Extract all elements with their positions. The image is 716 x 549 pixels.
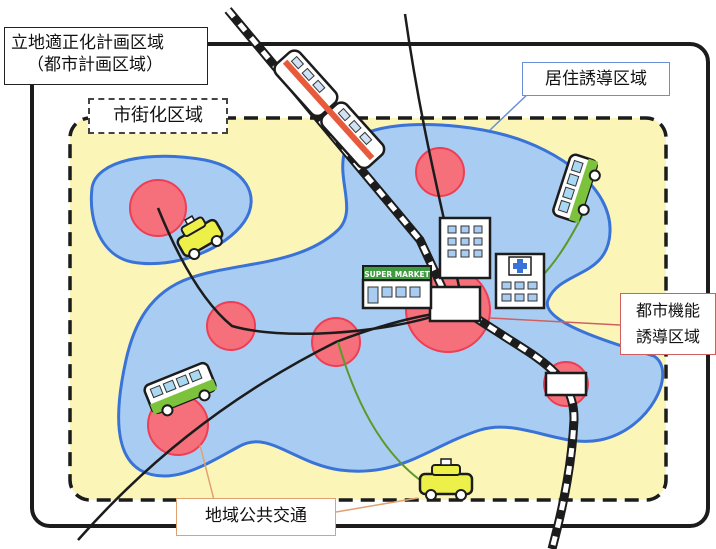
supermarket-icon: SUPER MARKET bbox=[361, 265, 433, 310]
taxi-icon-south bbox=[418, 458, 474, 501]
public-transit-label: 地域公共交通 bbox=[176, 498, 336, 536]
hospital-icon bbox=[494, 252, 546, 310]
office-building-icon bbox=[438, 216, 492, 280]
station-main bbox=[428, 285, 482, 323]
hub-circle-north bbox=[415, 147, 465, 197]
railway-track-stripes bbox=[226, 8, 577, 549]
location-plan-area-label: 立地適正化計画区域 （都市計画区域） bbox=[4, 27, 208, 85]
taxi-icon-west bbox=[176, 215, 224, 261]
train-icon bbox=[273, 49, 386, 170]
residential-area-label: 居住誘導区域 bbox=[522, 62, 670, 96]
transit-line-southwest bbox=[77, 310, 449, 541]
urban-function-area-line2: 誘導区域 bbox=[635, 327, 700, 346]
transit-line-west bbox=[156, 207, 449, 335]
bus-route-south bbox=[337, 341, 421, 481]
callout-line-transit-a bbox=[199, 444, 215, 501]
urban-function-area-label: 都市機能 誘導区域 bbox=[620, 293, 716, 355]
callout-line-transit-b bbox=[335, 497, 419, 513]
callout-line-residential bbox=[489, 91, 531, 131]
callout-line-urbanfunc bbox=[489, 317, 621, 326]
location-plan-area-title: 立地適正化計画区域 bbox=[11, 33, 164, 53]
station-east bbox=[544, 371, 588, 397]
location-plan-area-subtitle: （都市計画区域） bbox=[27, 55, 163, 75]
supermarket-sign-text: SUPER MARKET bbox=[364, 270, 430, 279]
bus-icon-east bbox=[552, 153, 601, 223]
bus-icon-southwest bbox=[143, 361, 218, 417]
urban-function-area-line1: 都市機能 bbox=[635, 301, 700, 320]
urbanization-area-label: 市街化区域 bbox=[88, 98, 228, 134]
